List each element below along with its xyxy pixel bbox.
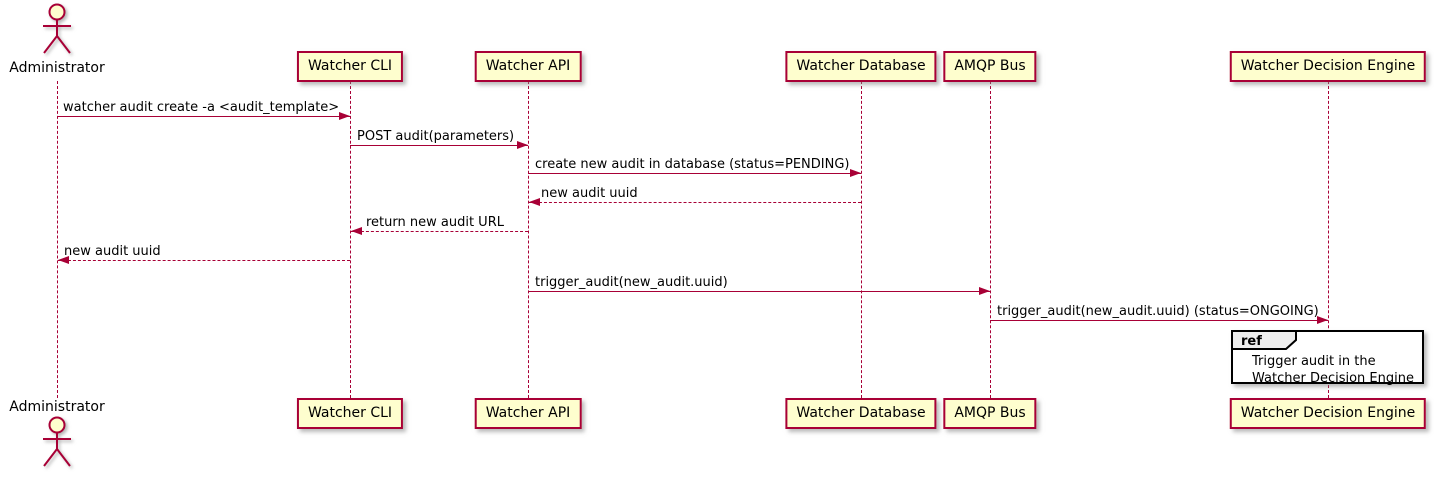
participant-watcher-cli-bottom: Watcher CLI — [296, 398, 404, 429]
arrowhead-icon — [517, 141, 528, 149]
message-label: trigger_audit(new_audit.uuid) (status=ON… — [997, 304, 1319, 319]
arrowhead-icon — [850, 169, 861, 177]
message-line — [57, 116, 350, 117]
participant-amqp-bus-bottom: AMQP Bus — [943, 398, 1037, 429]
ref-tab: ref — [1231, 330, 1297, 350]
actor-icon — [43, 3, 71, 54]
lifeline-watcher-api — [528, 81, 529, 398]
actor-label-administrator-bottom: Administrator — [9, 399, 105, 415]
arrowhead-icon — [529, 198, 540, 206]
participant-amqp-bus-top: AMQP Bus — [943, 51, 1037, 82]
arrowhead-icon — [351, 227, 362, 235]
lifeline-watcher-database — [861, 81, 862, 398]
lifeline-administrator — [57, 81, 58, 398]
arrowhead-icon — [979, 287, 990, 295]
participant-watcher-database-top: Watcher Database — [785, 51, 937, 82]
message-label: POST audit(parameters) — [357, 129, 515, 144]
message-line — [528, 173, 861, 174]
lifeline-watcher-cli — [350, 81, 351, 398]
message-label: watcher audit create -a <audit_template> — [63, 100, 340, 115]
actor-label-administrator-top: Administrator — [9, 60, 105, 76]
message-label: new audit uuid — [541, 186, 638, 201]
participant-watcher-decision-engine-top: Watcher Decision Engine — [1229, 51, 1427, 82]
message-line — [528, 291, 990, 292]
ref-text-line: Trigger audit in the — [1252, 354, 1376, 369]
message-line — [350, 145, 528, 146]
lifeline-amqp-bus — [990, 81, 991, 398]
actor-icon — [43, 416, 71, 467]
participant-watcher-decision-engine-bottom: Watcher Decision Engine — [1229, 398, 1427, 429]
participant-watcher-cli-top: Watcher CLI — [296, 51, 404, 82]
participant-watcher-api-bottom: Watcher API — [474, 398, 582, 429]
message-label: trigger_audit(new_audit.uuid) — [535, 275, 728, 290]
ref-text-line: Watcher Decision Engine — [1252, 371, 1414, 386]
message-line — [351, 231, 528, 232]
arrowhead-icon — [339, 112, 350, 120]
arrowhead-icon — [58, 256, 69, 264]
arrowhead-icon — [1317, 316, 1328, 324]
message-line — [529, 202, 861, 203]
lifeline-watcher-decision-engine — [1328, 81, 1329, 398]
participant-watcher-database-bottom: Watcher Database — [785, 398, 937, 429]
message-label: new audit uuid — [64, 244, 161, 259]
ref-fragment: ref Trigger audit in the Watcher Decisio… — [1231, 330, 1424, 387]
participant-watcher-api-top: Watcher API — [474, 51, 582, 82]
ref-keyword: ref — [1241, 334, 1262, 349]
message-label: return new audit URL — [366, 215, 504, 230]
ref-body: Trigger audit in the Watcher Decision En… — [1252, 353, 1414, 387]
message-line — [58, 260, 350, 261]
message-line — [990, 320, 1328, 321]
message-label: create new audit in database (status=PEN… — [535, 157, 850, 172]
